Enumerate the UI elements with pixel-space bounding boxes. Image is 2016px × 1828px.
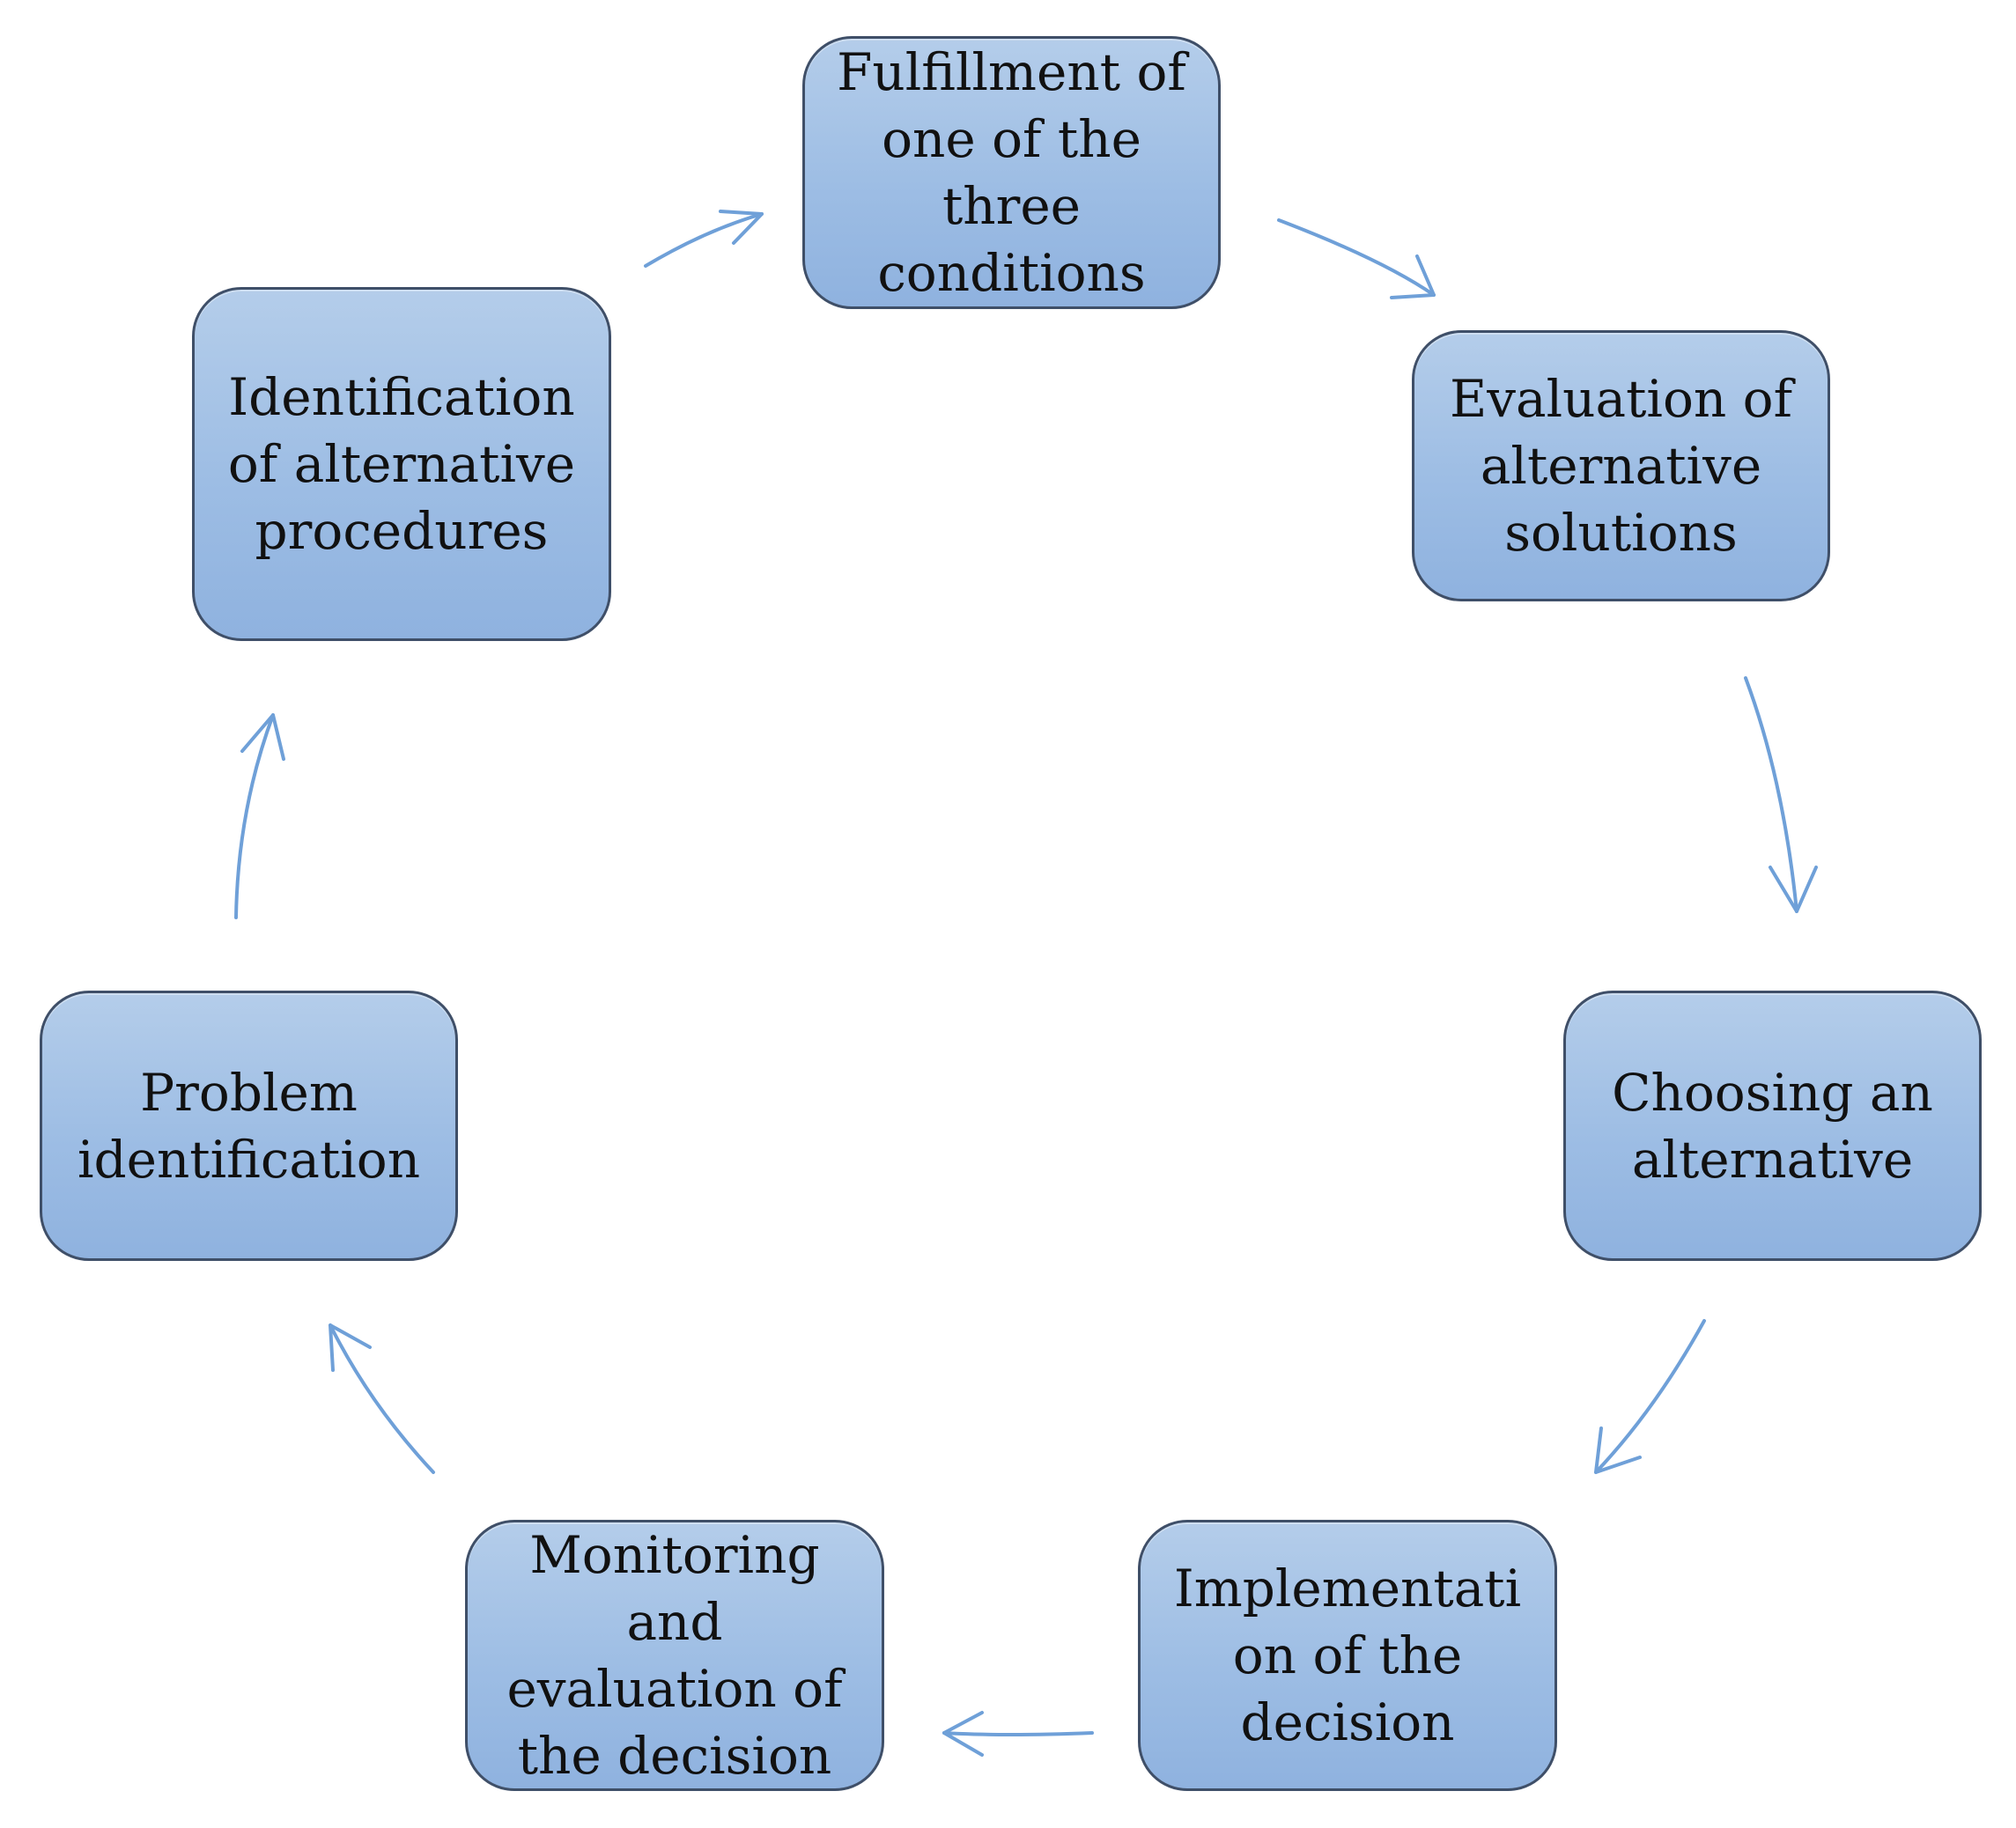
step-implementation-box: Implementati on of the decision xyxy=(1138,1520,1557,1791)
step-problem-label: Problem identification xyxy=(77,1062,421,1190)
step-monitoring-box: Monitoring and evaluation of the decisio… xyxy=(465,1520,884,1791)
step-choosing-box: Choosing an alternative xyxy=(1563,991,1982,1261)
step-fulfillment-box: Fulfillment of one of the three conditio… xyxy=(802,36,1221,309)
arrow-evaluation-to-choosing xyxy=(1744,676,1818,913)
step-implementation-label: Implementati on of the decision xyxy=(1173,1559,1522,1752)
arrow-implementation-to-monitoring xyxy=(942,1711,1094,1757)
arrow-identification-to-fulfillment xyxy=(644,210,764,268)
step-monitoring-label: Monitoring and evaluation of the decisio… xyxy=(506,1525,843,1786)
arrow-monitoring-to-problem xyxy=(329,1323,435,1474)
step-fulfillment-label: Fulfillment of one of the three conditio… xyxy=(837,42,1186,303)
step-problem-box: Problem identification xyxy=(40,991,458,1261)
step-evaluation-solutions-label: Evaluation of alternative solutions xyxy=(1449,369,1793,563)
arrow-choosing-to-implementation xyxy=(1594,1319,1706,1474)
step-identification-procedures-box: Identification of alternative procedures xyxy=(192,287,611,641)
step-evaluation-solutions-box: Evaluation of alternative solutions xyxy=(1412,330,1830,601)
arrow-problem-to-identification xyxy=(234,713,285,919)
step-choosing-label: Choosing an alternative xyxy=(1612,1062,1933,1190)
step-identification-procedures-label: Identification of alternative procedures xyxy=(227,367,576,561)
arrow-fulfillment-to-evaluation xyxy=(1277,218,1436,299)
